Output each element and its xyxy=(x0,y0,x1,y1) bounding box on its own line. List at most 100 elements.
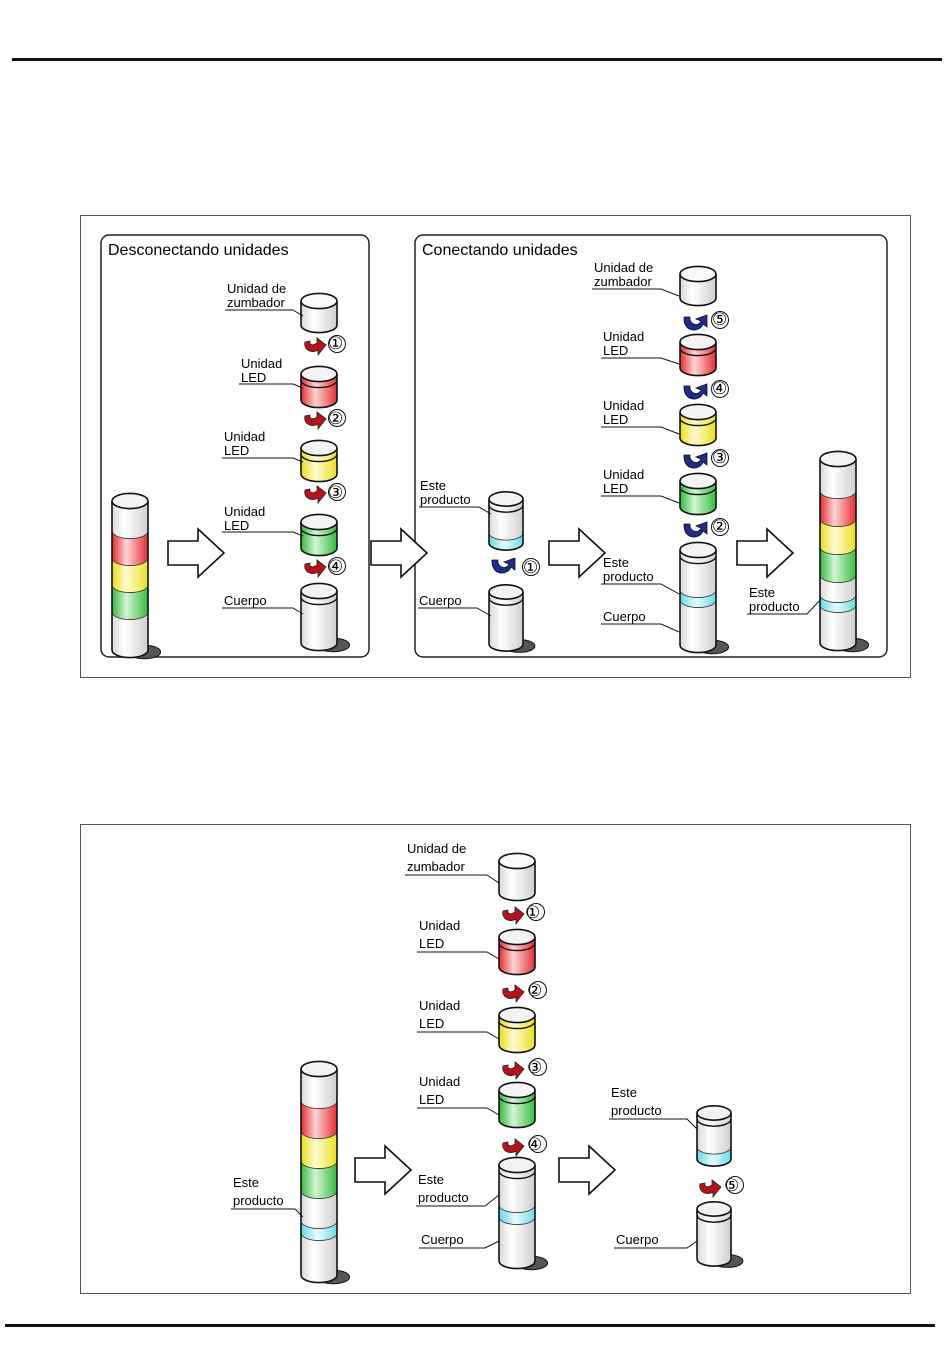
label-led-red-line1: Unidad xyxy=(419,918,460,933)
product-unit xyxy=(696,1105,732,1167)
figure-remove-product: Unidad de zumbador Unidad LED Unidad LED… xyxy=(80,824,911,1294)
white-segment xyxy=(680,600,716,653)
top-cap xyxy=(679,265,717,283)
step-number-1: ① xyxy=(328,334,343,353)
top-cap xyxy=(498,1081,536,1099)
segment-seam xyxy=(488,532,524,541)
cyan-band xyxy=(499,1205,535,1225)
arrow-shape xyxy=(491,557,516,574)
white-segment xyxy=(301,1069,337,1109)
white-segment xyxy=(301,1191,337,1229)
label-led-green-line1: Unidad xyxy=(419,1074,460,1089)
body-unit xyxy=(696,1201,744,1268)
body-outline xyxy=(300,1069,338,1284)
body-outline xyxy=(300,301,338,334)
leader-led-yellow xyxy=(417,1031,500,1040)
figure-disconnect-connect-svg: Desconectando unidades Conectando unidad… xyxy=(100,234,888,660)
red-led-segment xyxy=(680,342,716,376)
white-segment xyxy=(112,501,148,539)
body-outline xyxy=(679,342,717,377)
assembled-tower xyxy=(300,1060,351,1285)
label-led-green-line2: LED xyxy=(603,481,628,496)
connector-ring xyxy=(679,347,717,357)
red-led-segment xyxy=(820,491,856,527)
buzzer-unit xyxy=(498,852,536,902)
segment-seam xyxy=(819,594,857,603)
subpanel-connect-title: Conectando unidades xyxy=(422,242,578,259)
top-cap xyxy=(300,582,338,600)
arrow-shape xyxy=(502,1061,525,1081)
leader-led-yellow xyxy=(222,457,304,463)
remove-arrow-2 xyxy=(304,411,327,431)
leader-body xyxy=(601,623,680,633)
label-product-line1: Este xyxy=(420,478,446,493)
label-product-line2: producto xyxy=(603,569,654,584)
attach-arrow-2 xyxy=(683,521,708,538)
segment-seam xyxy=(819,574,857,583)
subpanel-disconnect-title: Desconectando unidades xyxy=(108,242,289,259)
led-unit-green xyxy=(498,1081,536,1129)
top-cap xyxy=(488,491,524,507)
white-segment xyxy=(697,1209,731,1267)
label-led-yellow-line1: Unidad xyxy=(419,998,460,1013)
yellow-led-segment xyxy=(820,519,856,555)
connector-ring xyxy=(696,1214,732,1223)
body-outline xyxy=(498,937,536,976)
arrow-shape xyxy=(304,411,327,431)
process-arrow-3 xyxy=(548,527,607,579)
leader-product xyxy=(747,598,822,615)
body-outline xyxy=(679,550,717,654)
label-buzzer-line1: Unidad de xyxy=(594,260,653,275)
segment-seam xyxy=(498,1204,536,1213)
process-arrow-4 xyxy=(736,527,795,579)
body-outline xyxy=(696,1113,732,1167)
top-cap xyxy=(300,365,338,383)
segment-seam xyxy=(111,584,149,593)
process-arrow-1 xyxy=(354,1144,413,1196)
buzzer-unit xyxy=(679,265,717,307)
figure-remove-product-svg: Unidad de zumbador Unidad LED Unidad LED… xyxy=(231,841,744,1285)
connector-ring xyxy=(679,486,717,496)
process-arrow-2 xyxy=(370,527,429,579)
connector-ring xyxy=(300,453,338,463)
top-rule xyxy=(12,58,942,61)
label-led-yellow-line2: LED xyxy=(419,1016,444,1031)
leader-product xyxy=(416,1194,500,1207)
white-segment xyxy=(499,861,535,901)
step-circle-2 xyxy=(711,518,729,536)
arrow-shape xyxy=(502,984,525,1004)
remove-arrow-4 xyxy=(304,559,327,579)
label-product-line2: producto xyxy=(233,1193,284,1208)
white-segment xyxy=(680,274,716,306)
connector-ring xyxy=(488,504,524,513)
green-led-segment xyxy=(680,481,716,515)
process-arrow-2 xyxy=(558,1144,617,1196)
cyan-band xyxy=(489,533,523,551)
step-circle-2 xyxy=(529,981,547,999)
segment-seam xyxy=(300,1232,338,1241)
label-product-line2: producto xyxy=(611,1103,662,1118)
top-cap xyxy=(679,333,717,351)
leader-led-green xyxy=(601,495,680,504)
led-unit-yellow xyxy=(679,403,717,447)
label-led-red-line2: LED xyxy=(241,370,266,385)
body-outline xyxy=(488,592,524,652)
process-arrow-1 xyxy=(167,527,226,579)
green-led-segment xyxy=(820,547,856,583)
top-cap xyxy=(819,450,857,468)
arrow-shape xyxy=(683,521,708,538)
white-segment xyxy=(301,1233,337,1283)
white-segment xyxy=(112,612,148,658)
connector-ring xyxy=(300,596,338,606)
step-number-1: ① xyxy=(523,558,538,577)
connector-ring xyxy=(488,597,524,606)
arrow-shape xyxy=(502,906,525,926)
leader-led-red xyxy=(601,357,680,365)
white-segment xyxy=(820,605,856,651)
segment-seam xyxy=(819,546,857,555)
arrow-shape xyxy=(304,485,327,505)
leader-body xyxy=(222,607,304,615)
segment-seam xyxy=(819,604,857,613)
white-segment xyxy=(697,1113,731,1155)
led-unit-yellow xyxy=(498,1006,536,1054)
